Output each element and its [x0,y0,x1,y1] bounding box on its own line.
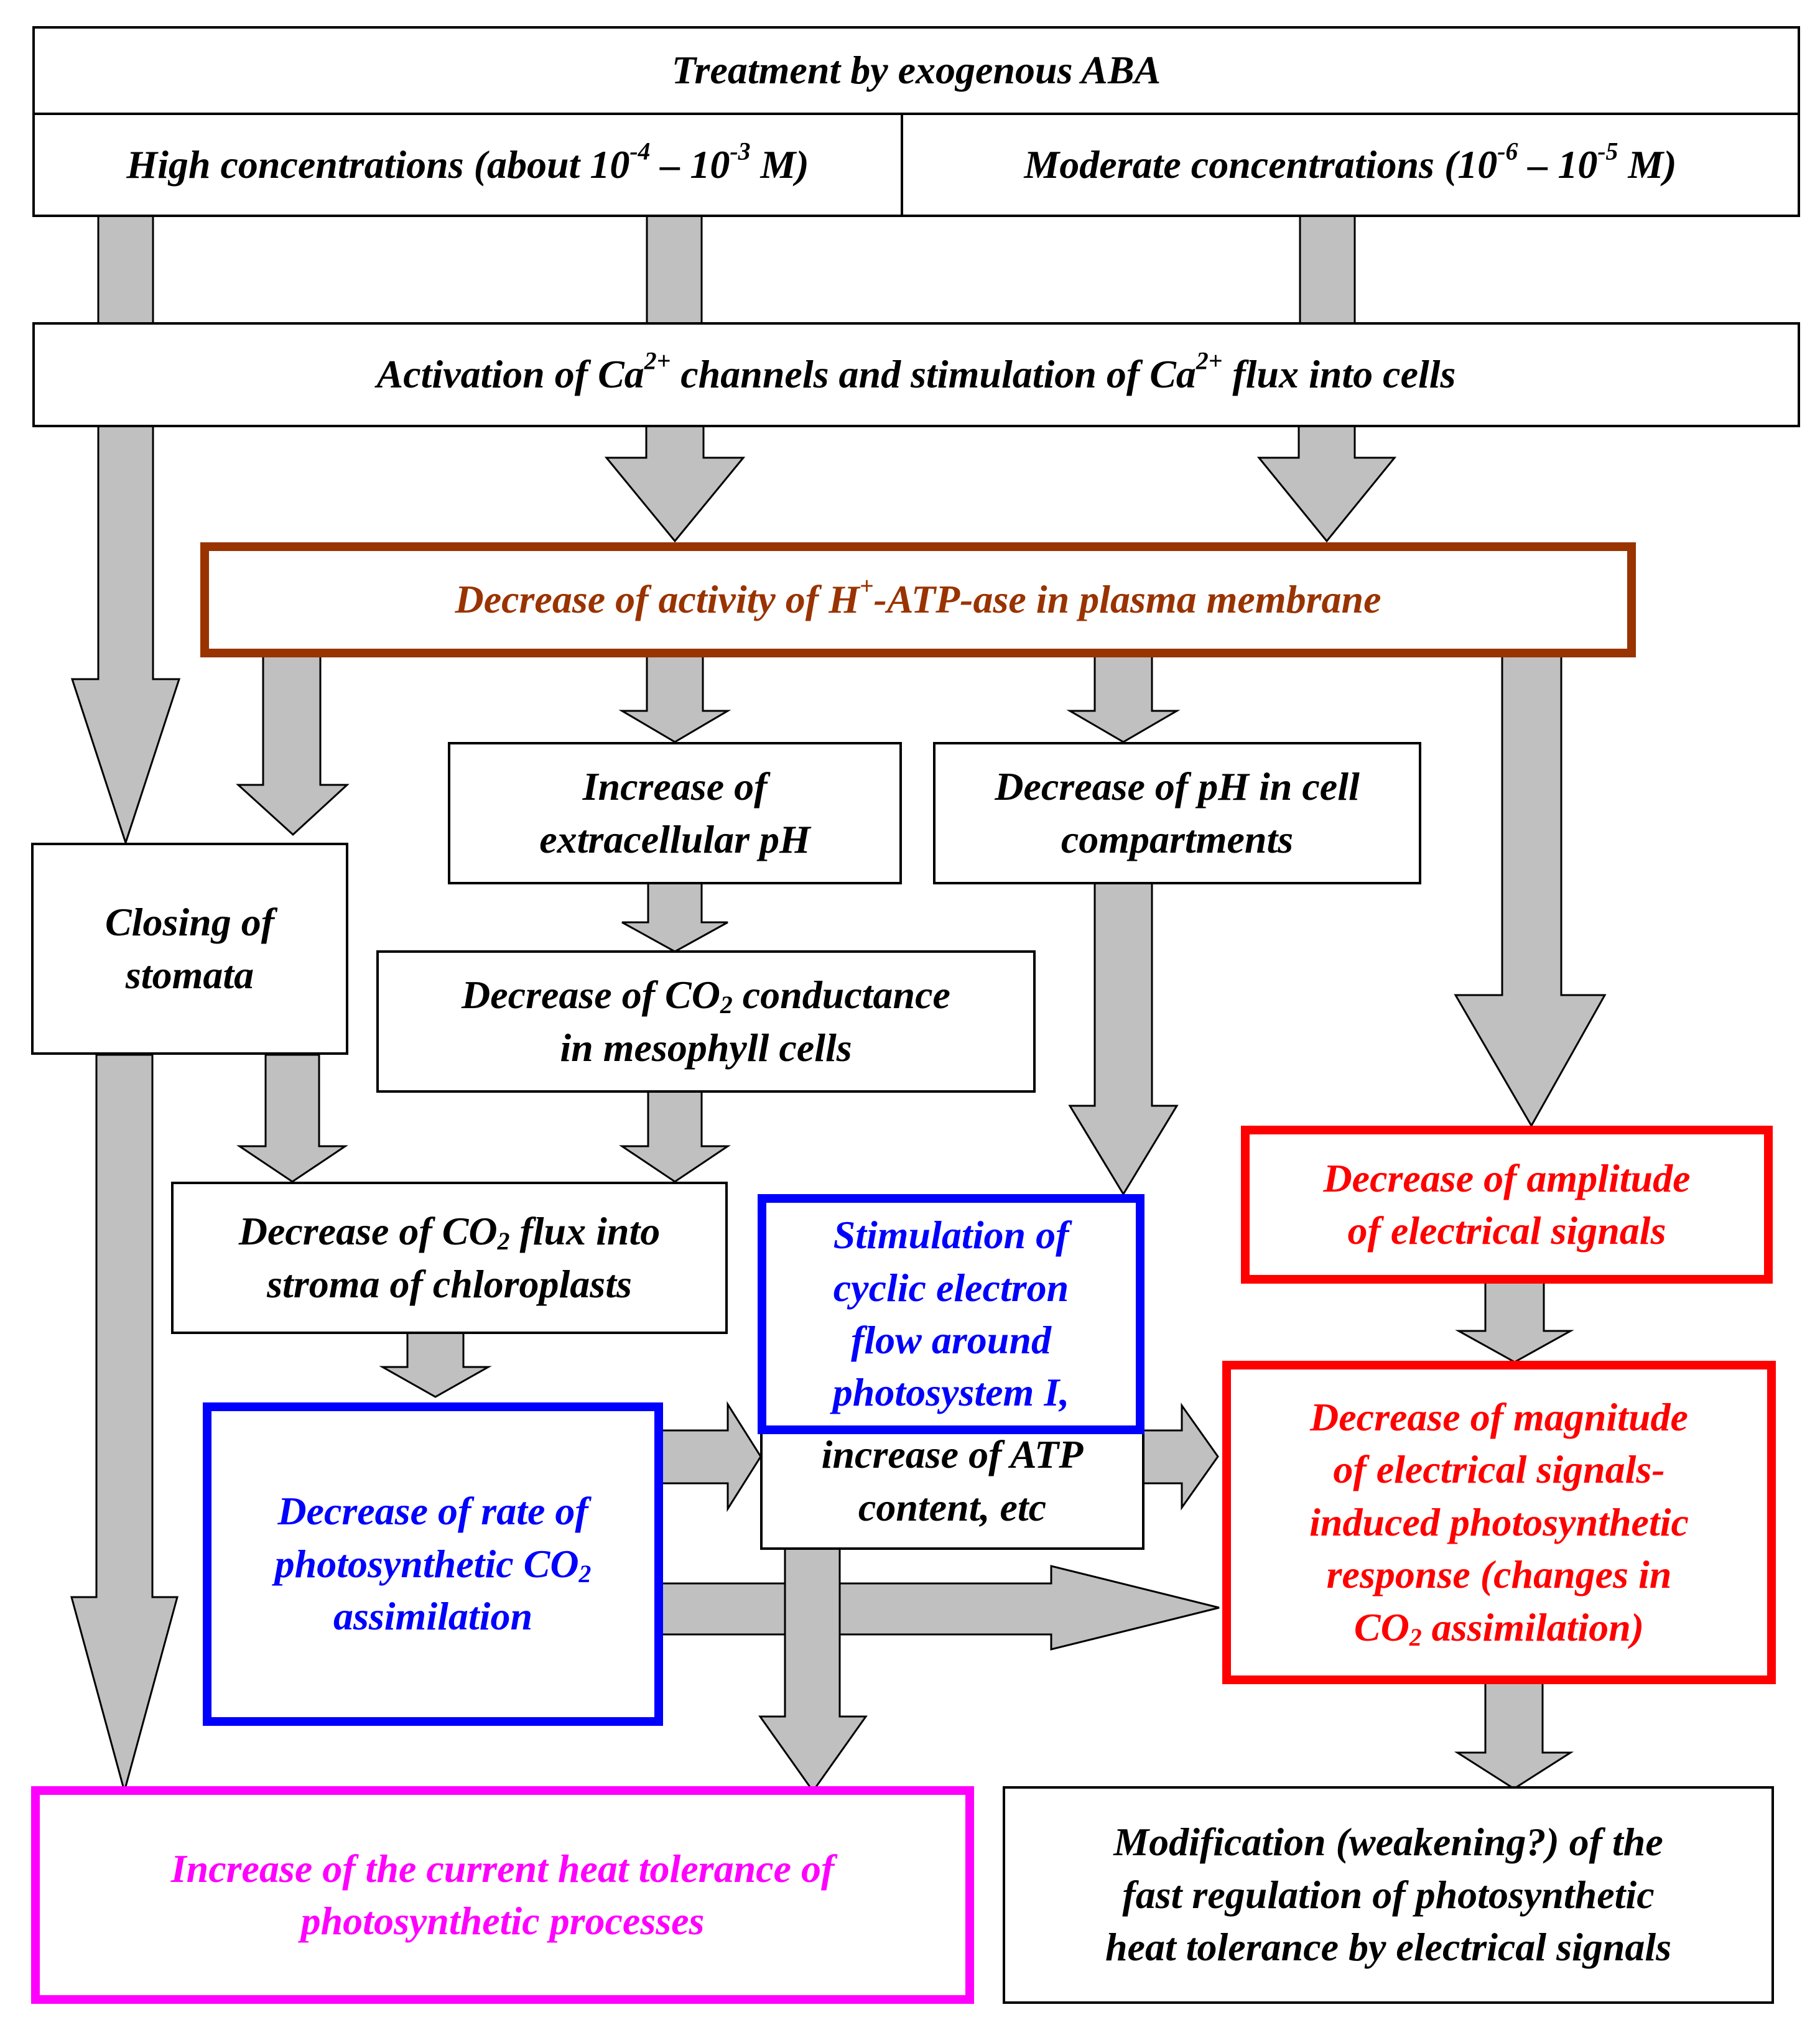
heat-tolerance-box: Increase of the current heat tolerance o… [31,1786,974,2004]
arrow [1256,425,1397,543]
co2-flux-box: Decrease of CO2 flux into stroma of chlo… [171,1182,728,1334]
arrow-shaft [1299,213,1356,325]
modification-label: Modification (weakening?) of the fast re… [1105,1820,1672,1970]
stomata-box: Closing of stomata [31,843,348,1055]
arrow [236,1054,348,1183]
co2-conductance-label: Decrease of CO2 conductance in mesophyll… [462,973,950,1070]
arrow [236,655,350,836]
arrow [604,425,746,543]
stomata-label: Closing of stomata [104,900,275,997]
arrow [621,882,728,953]
calcium-channels-box: Activation of Ca2+ channels and stimulat… [32,322,1800,427]
arrow [379,1332,492,1398]
atpase-label: Decrease of activity of H+-ATP-ase in pl… [455,572,1381,622]
treatment-label: Treatment by exogenous ABA [671,48,1161,93]
atp-content-label: increase of ATP content, etc [821,1432,1084,1529]
arrow [657,1401,762,1513]
arrow-shaft [646,213,703,325]
cyclic-flow-box: Stimulation of cyclic electron flow arou… [758,1194,1144,1434]
arrow [70,1054,179,1795]
calcium-channels-label: Activation of Ca2+ channels and stimulat… [376,347,1456,397]
cyclic-flow-label: Stimulation of cyclic electron flow arou… [832,1213,1070,1415]
modification-box: Modification (weakening?) of the fast re… [1003,1786,1774,2004]
arrow-shaft [97,213,154,325]
high-concentrations-label: High concentrations (about 10-4 – 10-3 M… [126,137,809,187]
co2-conductance-box: Decrease of CO2 conductance in mesophyll… [376,950,1036,1093]
co2-assimilation-box: Decrease of rate of photosynthetic CO2 a… [203,1402,663,1726]
arrow [1068,882,1179,1196]
compartment-ph-label: Decrease of pH in cell compartments [995,764,1360,861]
arrow [657,1565,1220,1651]
high-concentrations-box: High concentrations (about 10-4 – 10-3 M… [32,113,903,217]
arrow [1141,1402,1219,1511]
heat-tolerance-label: Increase of the current heat tolerance o… [170,1846,835,1943]
atp-content-box: increase of ATP content, etc [760,1418,1144,1550]
compartment-ph-box: Decrease of pH in cell compartments [933,742,1421,884]
arrow [619,1090,731,1183]
extracellular-ph-box: Increase of extracellular pH [448,742,902,884]
atpase-box: Decrease of activity of H+-ATP-ase in pl… [200,542,1636,657]
co2-flux-label: Decrease of CO2 flux into stroma of chlo… [238,1209,661,1306]
arrow [1454,655,1607,1128]
arrow [70,425,181,846]
magnitude-label: Decrease of magnitude of electrical sign… [1309,1394,1689,1651]
arrow [758,1547,868,1793]
co2-assimilation-label: Decrease of rate of photosynthetic CO2 a… [274,1489,592,1639]
arrow [618,655,731,743]
amplitude-box: Decrease of amplitude of electrical sign… [1241,1126,1773,1284]
arrow [1454,1682,1574,1790]
magnitude-box: Decrease of magnitude of electrical sign… [1222,1361,1776,1684]
moderate-concentrations-label: Moderate concentrations (10-6 – 10-5 M) [1024,137,1677,187]
extracellular-ph-label: Increase of extracellular pH [539,764,810,861]
treatment-header: Treatment by exogenous ABA [32,26,1800,115]
arrow [1066,655,1181,743]
amplitude-label: Decrease of amplitude of electrical sign… [1323,1156,1691,1253]
moderate-concentrations-box: Moderate concentrations (10-6 – 10-5 M) [901,113,1800,217]
arrow [1455,1281,1574,1363]
